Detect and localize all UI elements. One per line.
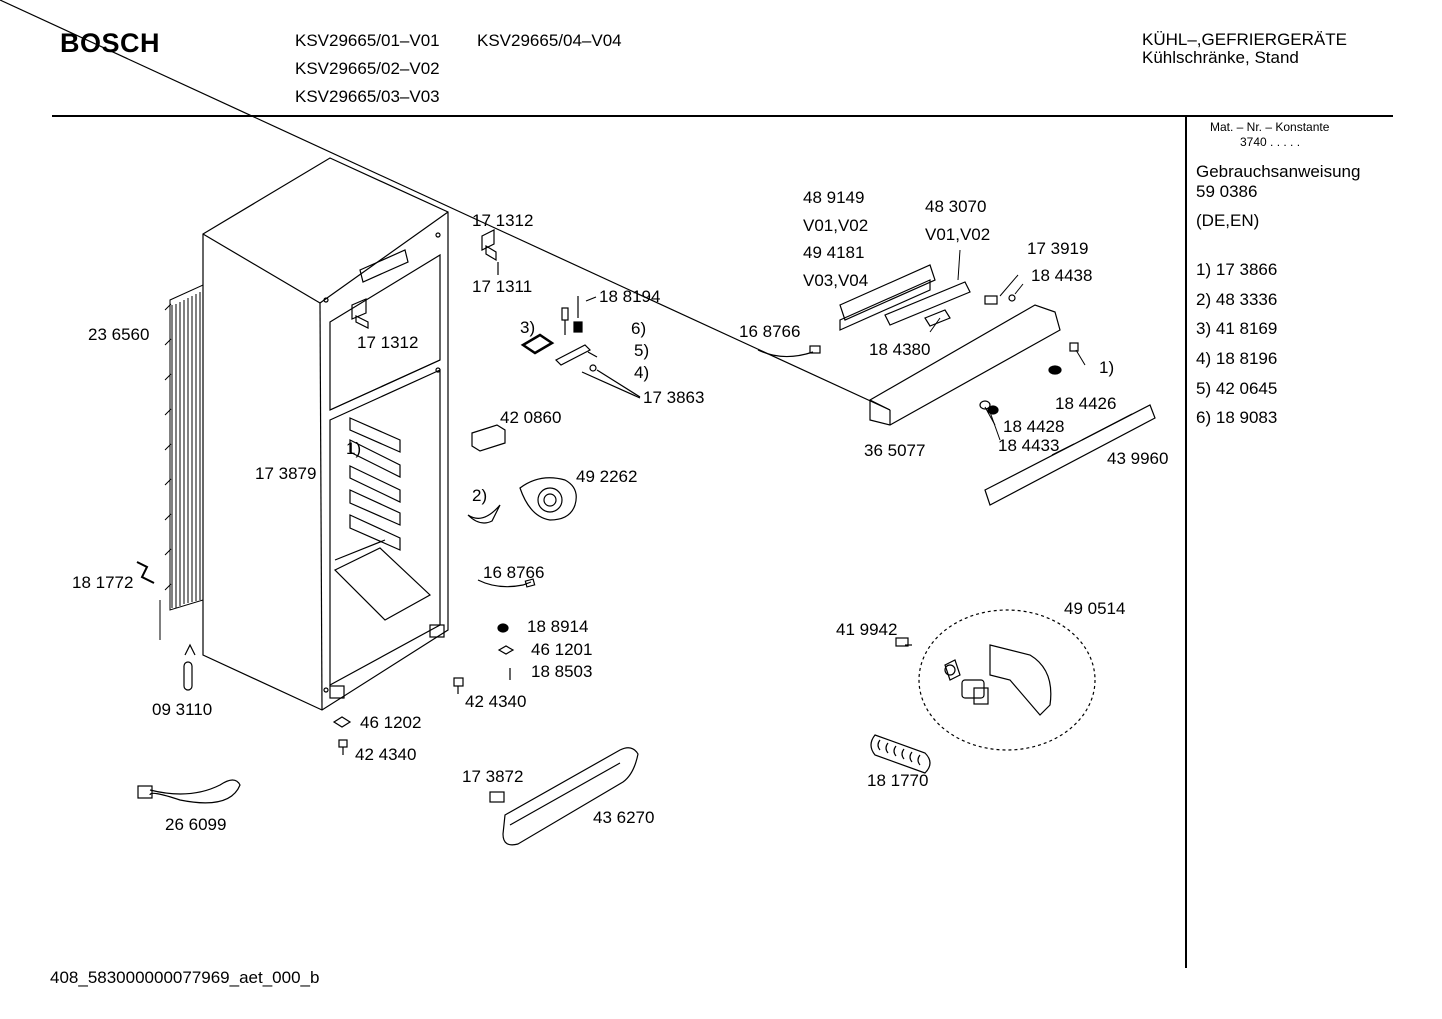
key-label: 3)	[520, 318, 536, 337]
part-label: 18 4428	[1003, 417, 1065, 436]
brand-logo: BOSCH	[60, 28, 161, 58]
part-label: 16 8766	[483, 563, 545, 582]
part-label: 18 8914	[527, 617, 589, 636]
part-label: 16 8766	[739, 322, 801, 341]
part-label: 36 5077	[864, 441, 926, 460]
part-label: 43 6270	[593, 808, 655, 827]
manual-label: Gebrauchsanweisung	[1196, 162, 1361, 181]
part-label: 42 0860	[500, 408, 562, 427]
model-2: KSV29665/02–V02	[295, 59, 440, 78]
part-188914	[497, 623, 509, 633]
legend-item: 3) 41 8169	[1196, 319, 1277, 339]
key-label: 2)	[472, 486, 488, 505]
manual-number: 59 0386	[1196, 182, 1258, 201]
part-label: 18 8194	[599, 287, 661, 306]
hinge-hardware	[520, 296, 641, 399]
part-label: 42 4340	[465, 692, 527, 711]
fridge-cabinet	[202, 157, 449, 711]
part-label: 48 3070	[925, 197, 987, 216]
footer-code: 408_583000000077969_aet_000_b	[50, 968, 320, 987]
fan-unit	[467, 477, 577, 524]
mat-header: Mat. – Nr. – Konstante	[1210, 120, 1330, 134]
sensor-upper	[757, 349, 814, 358]
model-1: KSV29665/01–V01	[295, 31, 440, 50]
model-3: KSV29665/03–V03	[295, 87, 440, 106]
legend-key: 5)	[1196, 379, 1212, 398]
part-label: 26 6099	[165, 815, 227, 834]
part-label: 18 4426	[1055, 394, 1117, 413]
variant-label: V01,V02	[803, 216, 869, 235]
legend-part: 48 3336	[1215, 290, 1278, 309]
part-label: 17 3872	[462, 767, 524, 786]
part-label: 18 4433	[998, 436, 1060, 455]
part-label: 46 1201	[531, 640, 593, 659]
part-label: 42 4340	[355, 745, 417, 764]
legend-item: 1) 17 3866	[1196, 260, 1277, 280]
category-subtitle: Kühlschränke, Stand	[1142, 48, 1299, 67]
part-461201	[497, 645, 515, 655]
part-label: 46 1202	[360, 713, 422, 732]
variant-label: V01,V02	[925, 225, 991, 244]
control-panel	[0, 0, 1156, 506]
variant-label: V03,V04	[803, 271, 869, 290]
part-label: 18 8503	[531, 662, 593, 681]
hinge-bracket	[351, 229, 499, 329]
part-label: 18 4380	[869, 340, 931, 359]
legend-part: 42 0645	[1215, 379, 1278, 398]
mat-value: 3740 . . . . .	[1240, 135, 1301, 149]
legend-item: 4) 18 8196	[1196, 349, 1277, 369]
manual-language: (DE,EN)	[1196, 211, 1260, 230]
legend-key: 1)	[1196, 260, 1212, 279]
part-label: 18 4438	[1031, 266, 1093, 285]
part-label: 17 3863	[643, 388, 705, 407]
legend-part: 17 3866	[1215, 260, 1278, 279]
key-label: 1)	[1099, 358, 1115, 377]
part-label: 17 3879	[255, 464, 317, 483]
part-label: 49 0514	[1064, 599, 1126, 618]
legend-item: 6) 18 9083	[1196, 408, 1277, 428]
model-4: KSV29665/04–V04	[477, 31, 622, 50]
legend-key: 2)	[1196, 290, 1212, 309]
control-module	[471, 424, 506, 452]
key-label: 1)	[346, 439, 362, 458]
part-label: 49 4181	[803, 243, 865, 262]
sensor-lower	[477, 579, 532, 588]
screw-424340a	[453, 677, 464, 694]
clip-181772	[136, 561, 155, 584]
legend-part: 18 9083	[1215, 408, 1278, 427]
part-label: 09 3110	[152, 700, 213, 719]
legend-key: 3)	[1196, 319, 1212, 338]
legend-item: 5) 42 0645	[1196, 379, 1277, 399]
key-label: 5)	[634, 341, 650, 360]
part-label: 17 1312	[472, 211, 534, 230]
part-label: 17 1311	[472, 277, 533, 296]
legend-part: 41 8169	[1215, 319, 1278, 338]
legend-key: 6)	[1196, 408, 1212, 427]
category-title: KÜHL–,GEFRIERGERÄTE	[1142, 30, 1347, 49]
key-label: 6)	[631, 319, 647, 338]
part-label: 18 1770	[867, 771, 929, 790]
part-label: 41 9942	[836, 620, 898, 639]
starter-device	[183, 643, 196, 691]
vent-grille	[870, 734, 931, 774]
screw-424340b	[338, 739, 348, 755]
part-label: 17 3919	[1027, 239, 1089, 258]
legend-part: 18 8196	[1215, 349, 1278, 368]
part-label: 18 1772	[72, 573, 134, 592]
part-label: 48 9149	[803, 188, 865, 207]
light-assembly	[895, 609, 1096, 751]
condenser	[159, 284, 204, 640]
part-label: 49 2262	[576, 467, 638, 486]
part-label: 23 6560	[88, 325, 150, 344]
leader-lines	[929, 249, 1086, 441]
legend-item: 2) 48 3336	[1196, 290, 1277, 310]
part-label: 43 9960	[1107, 449, 1169, 468]
part-461202	[332, 716, 352, 728]
door-bar	[489, 747, 639, 846]
part-label: 17 1312	[357, 333, 419, 352]
key-label: 4)	[634, 363, 650, 382]
legend-key: 4)	[1196, 349, 1212, 368]
power-cord	[137, 779, 241, 804]
